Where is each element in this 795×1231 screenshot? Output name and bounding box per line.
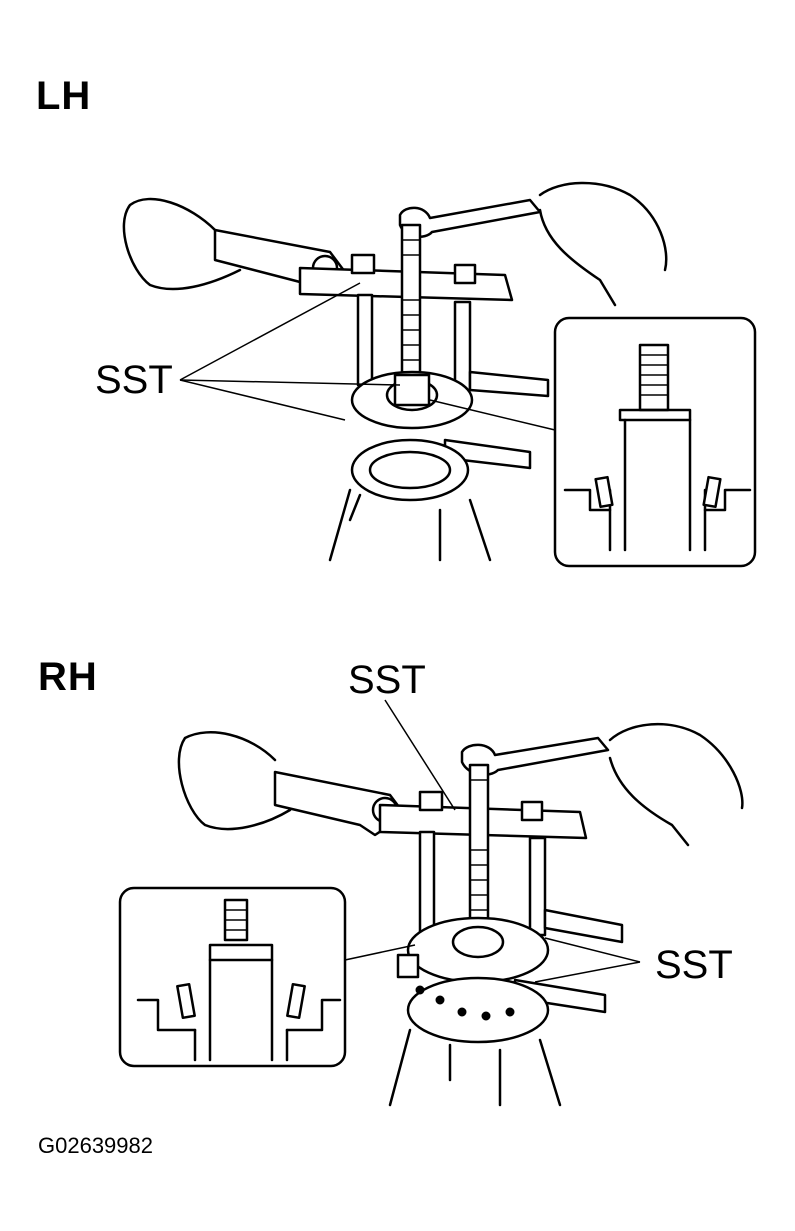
rh-left-hand <box>177 731 292 831</box>
rh-center-screw <box>468 763 490 927</box>
rh-vise <box>388 1028 562 1107</box>
lh-center-screw <box>400 223 422 387</box>
lh-sst-leader-1 <box>179 282 361 381</box>
rh-sst-top-leader <box>384 699 456 811</box>
rh-adjustable-wrench <box>273 770 407 837</box>
lh-ring-gear <box>350 438 470 502</box>
lh-sst-leader-2 <box>179 379 401 386</box>
lh-vise <box>328 488 492 562</box>
rh-detail-inset <box>118 886 347 1068</box>
rh-sst-right-leader-1 <box>544 937 641 963</box>
rh-inset-leader <box>344 944 416 961</box>
rh-illustration <box>118 699 744 1107</box>
rh-sst-right-leader-2 <box>534 961 641 983</box>
lh-right-hand <box>538 181 668 307</box>
figure-id: G02639982 <box>38 1133 153 1158</box>
rh-right-hand <box>608 722 744 847</box>
lh-section-label: LH <box>36 74 92 118</box>
lh-sst-label: SST <box>95 358 173 402</box>
lh-inset-leader <box>429 399 556 431</box>
rh-sst-label-right: SST <box>655 943 733 987</box>
rh-section-label: RH <box>38 655 98 699</box>
rh-ring-gear <box>406 976 550 1044</box>
lh-left-hand <box>122 197 242 291</box>
lh-sst-leader-3 <box>179 379 346 421</box>
lh-illustration <box>122 181 757 568</box>
rh-sst-label-top: SST <box>348 658 426 702</box>
